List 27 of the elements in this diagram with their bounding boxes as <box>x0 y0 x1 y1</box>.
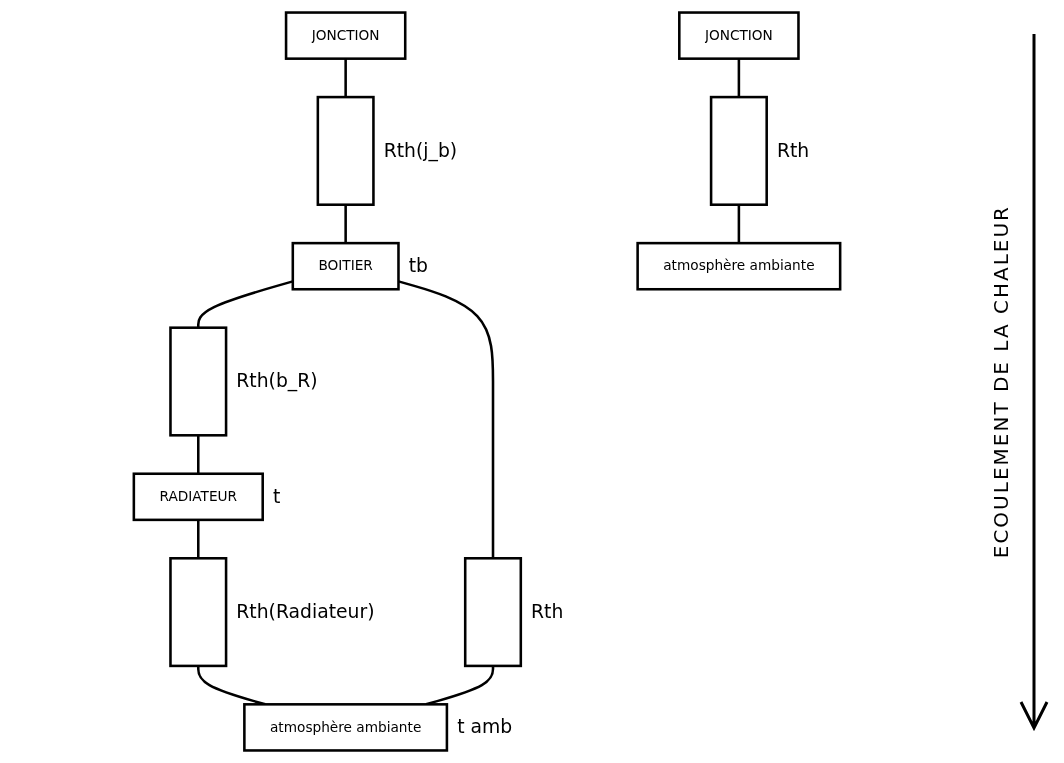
connector-line <box>398 280 495 559</box>
label-box: JONCTION <box>284 11 407 60</box>
value-label: Rth(j_b) <box>383 139 458 161</box>
value-label: Rth(Radiateur) <box>236 601 375 623</box>
value-label: t <box>272 485 281 507</box>
connector-line <box>344 58 347 98</box>
value-label: Rth(b_R) <box>236 370 318 392</box>
connector-line <box>737 204 741 244</box>
connector-line <box>197 435 200 474</box>
resistor-box <box>463 557 523 668</box>
resistor-box <box>169 557 228 668</box>
label-box: atmosphère ambiante <box>243 703 449 752</box>
label-box: atmosphère ambiante <box>636 241 842 291</box>
resistor-box <box>709 95 768 206</box>
resistor-box <box>169 326 228 437</box>
value-label: tb <box>408 255 428 277</box>
connector-line <box>737 58 741 98</box>
resistor-box <box>316 95 375 206</box>
flow-label: ECOULEMENT DE LA CHALEUR <box>989 204 1013 559</box>
connector-line <box>197 519 200 559</box>
value-label: t amb <box>457 716 513 738</box>
connector-line <box>344 204 347 244</box>
label-box: BOITIER <box>291 241 400 291</box>
label-box: RADIATEUR <box>132 472 264 522</box>
label-box: JONCTION <box>678 11 800 60</box>
value-label: Rth <box>776 139 810 161</box>
value-label: Rth <box>531 601 564 623</box>
